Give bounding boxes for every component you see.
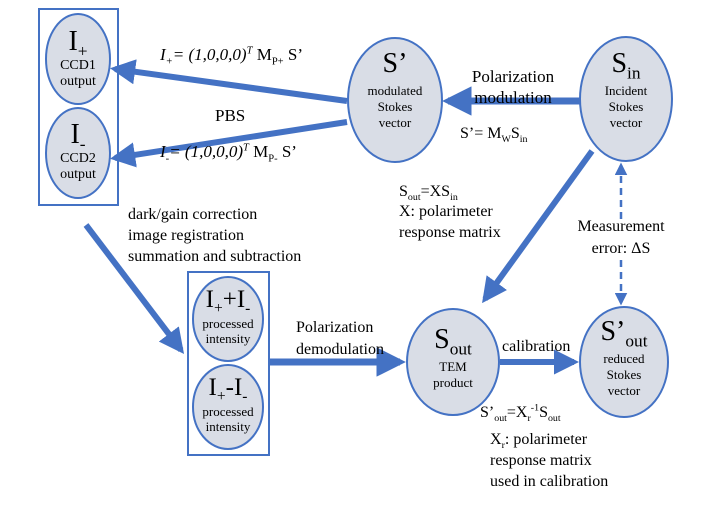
label-processing-steps: dark/gain correction image registration … bbox=[128, 206, 302, 265]
label-calibration: calibration bbox=[502, 338, 571, 355]
node-diff bbox=[192, 364, 264, 450]
label-sout-equation: Sout=XSin bbox=[399, 183, 458, 204]
label-pbs: PBS bbox=[215, 106, 246, 125]
node-i-minus bbox=[45, 107, 111, 199]
label-s-prime-equation: S’= MWSin bbox=[460, 125, 528, 146]
arrow-ccd-to-processed bbox=[83, 223, 185, 355]
label-polarization-modulation: Polarization modulation bbox=[471, 67, 555, 107]
node-s-out bbox=[406, 308, 500, 416]
arrow-sin-to-sout bbox=[482, 149, 595, 304]
node-i-plus-text: I+ CCD1 output bbox=[60, 26, 96, 89]
node-i-minus-text: I- CCD2 output bbox=[60, 119, 96, 182]
processed-intensity-box bbox=[187, 271, 270, 456]
ccd-output-box bbox=[38, 8, 119, 206]
label-i-minus-equation: I-= (1,0,0,0)T MP- S’ bbox=[160, 142, 297, 165]
arrow-sprime-to-iminus bbox=[110, 119, 348, 168]
arrow-sprime-to-iplus bbox=[110, 59, 348, 104]
node-s-out-prime-text: S’out reduced Stokes vector bbox=[600, 316, 648, 398]
node-s-out-prime bbox=[579, 306, 669, 418]
node-s-out-text: Sout TEM product bbox=[433, 324, 473, 390]
node-i-plus bbox=[45, 13, 111, 105]
node-s-prime-text: S’ modulated Stokes vector bbox=[367, 48, 423, 130]
label-calibration-equation: S’out=Xr-1Sout bbox=[480, 402, 561, 425]
label-measurement-error: Measurement error: ΔS bbox=[568, 219, 674, 257]
node-s-prime bbox=[347, 37, 443, 163]
label-x-definition: X: polarimeter response matrix bbox=[399, 203, 501, 241]
node-s-in-text: Sin Incident Stokes vector bbox=[604, 48, 648, 130]
node-sum-text: I++I- processed intensity bbox=[202, 286, 254, 346]
label-i-plus-equation: I+= (1,0,0,0)T MP+ S’ bbox=[160, 45, 303, 68]
label-xr-definition: Xr: polarimeter response matrix used in … bbox=[490, 431, 609, 490]
label-polarization-demodulation: Polarization demodulation bbox=[296, 319, 384, 358]
node-sum bbox=[192, 276, 264, 362]
node-diff-text: I+-I- processed intensity bbox=[202, 374, 254, 434]
